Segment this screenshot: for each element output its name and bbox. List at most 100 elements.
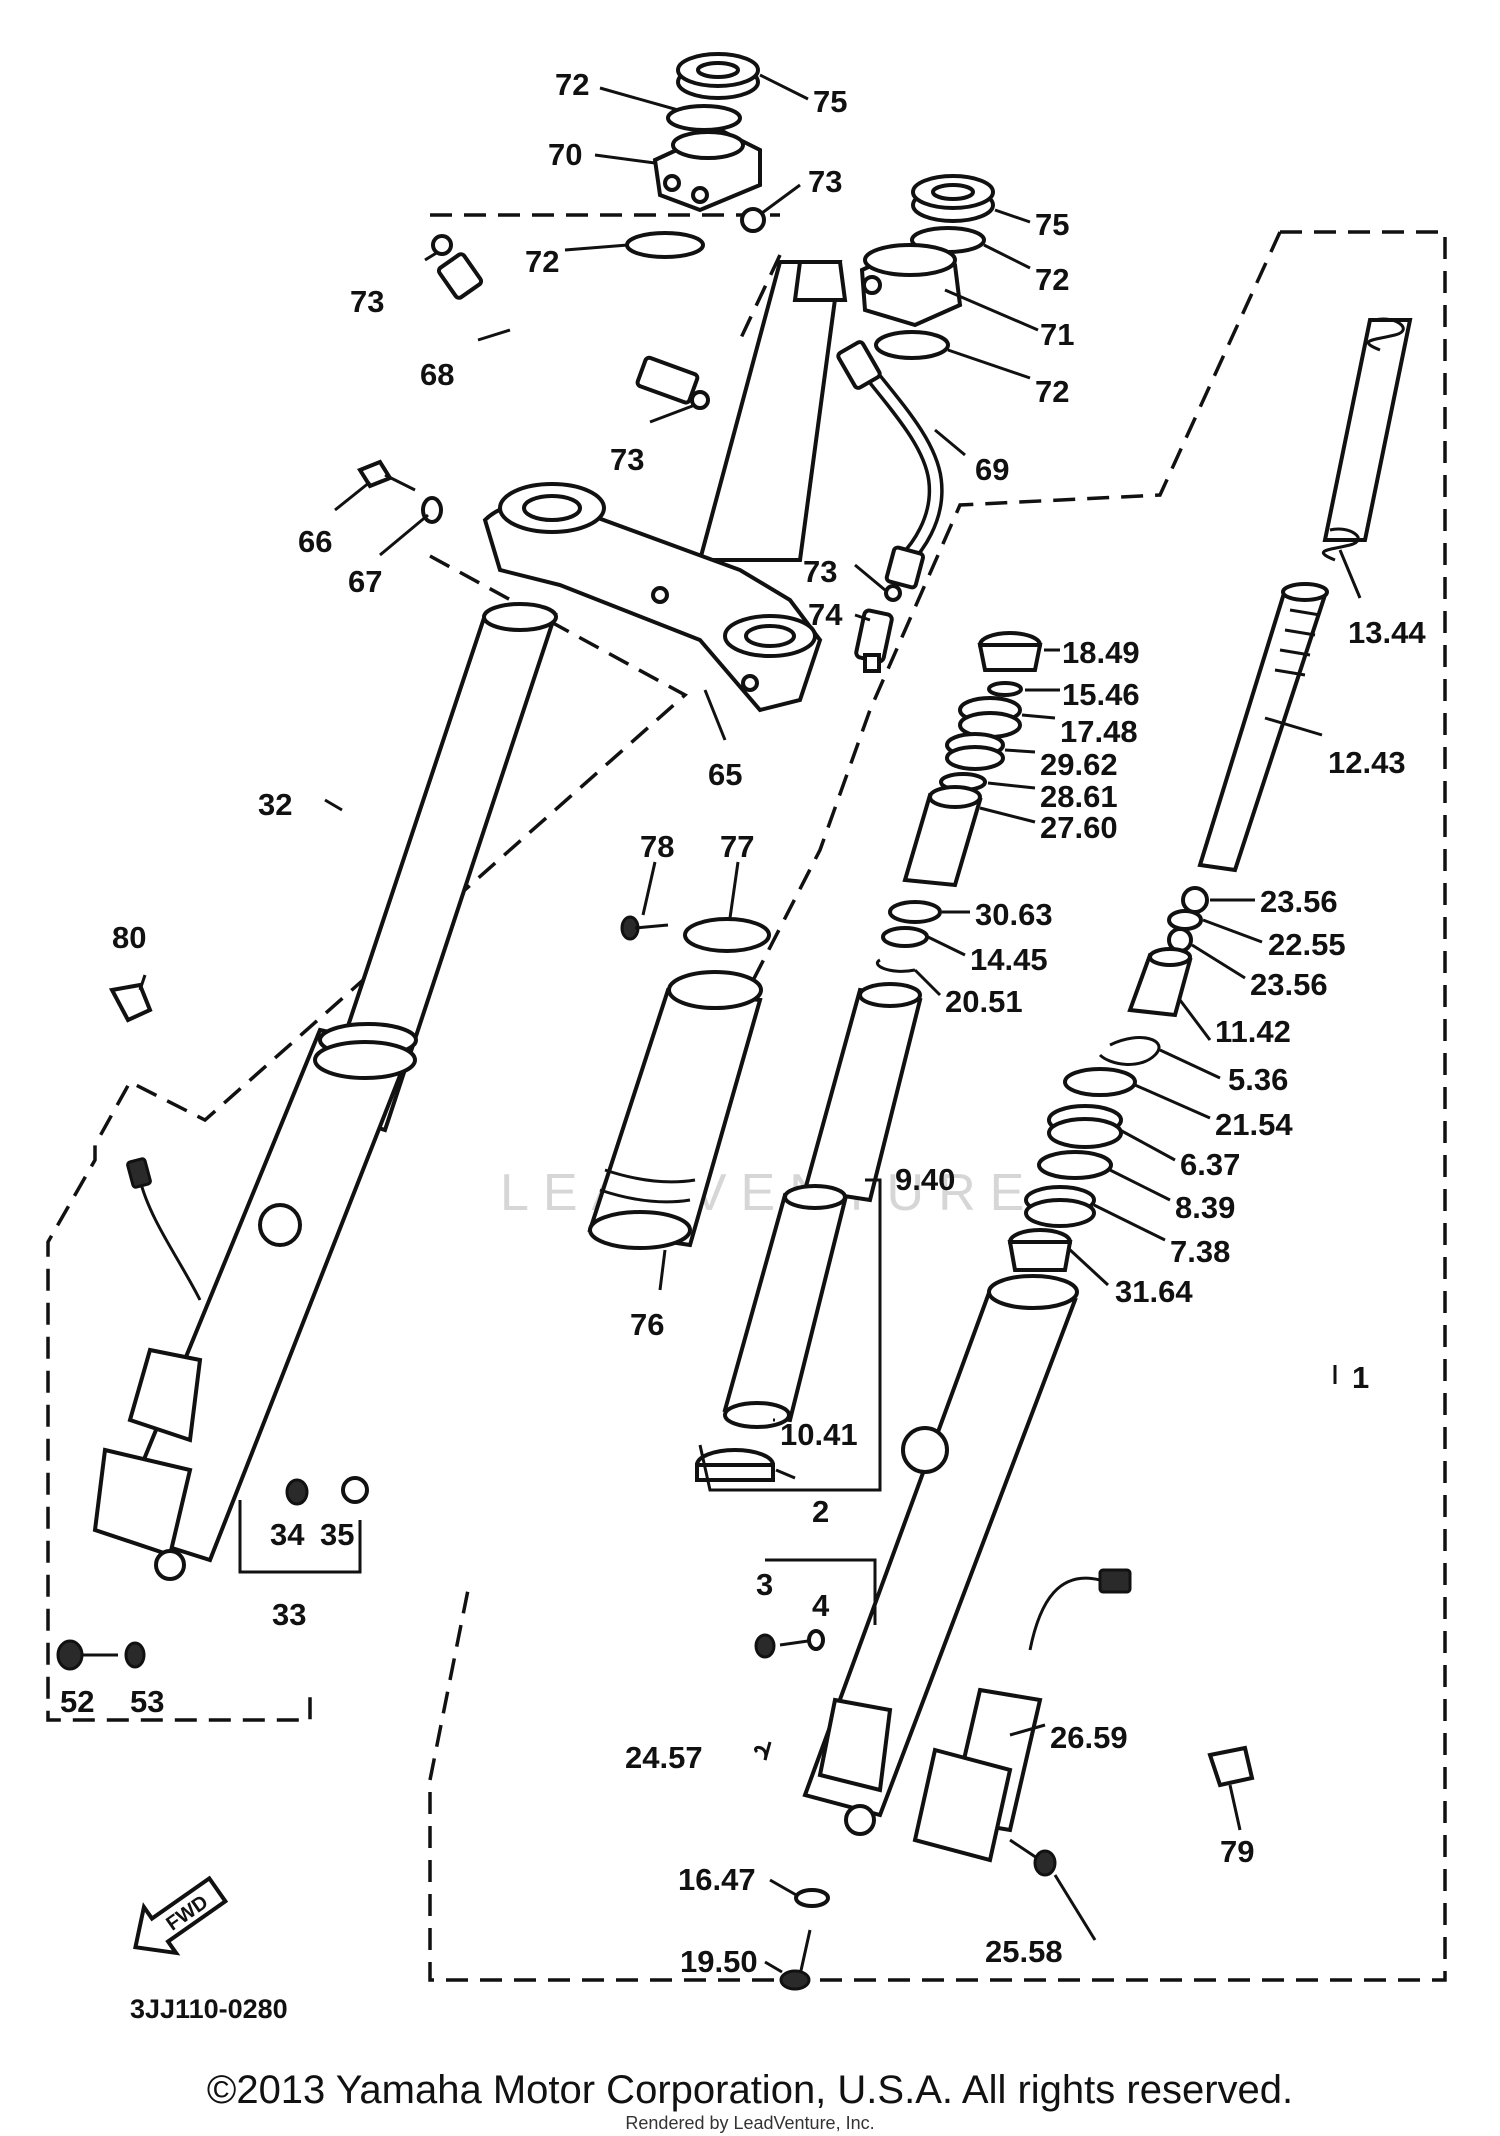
bracket-2 (765, 1558, 877, 1625)
callout-73: 73 (350, 284, 384, 319)
nut-22-55 (1167, 909, 1203, 931)
callout-3: 3 (756, 1567, 773, 1602)
collar-27-60 (902, 785, 983, 888)
ring-23-56-a (1181, 886, 1209, 914)
callout-21-54: 21.54 (1215, 1107, 1293, 1142)
callout-80: 80 (112, 920, 146, 955)
callout-12-43: 12.43 (1328, 745, 1406, 780)
bushing-31-64 (1007, 1228, 1073, 1272)
callout-75: 75 (1035, 207, 1069, 242)
spring-13-44 (1321, 317, 1413, 562)
callout-73: 73 (808, 164, 842, 199)
callout-72: 72 (525, 244, 559, 279)
callout-20-51: 20.51 (945, 984, 1023, 1019)
callout-52: 52 (60, 1684, 94, 1719)
bolt-78 (620, 915, 669, 941)
air-valve-74 (854, 608, 894, 673)
ring-5-36 (1098, 1036, 1161, 1066)
callout-15-46: 15.46 (1062, 677, 1140, 712)
inner-tube-32 (317, 602, 558, 1133)
cylinder-12-43 (1197, 582, 1329, 873)
air-hose-69 (836, 340, 944, 590)
callout-23-56: 23.56 (1260, 884, 1338, 919)
washer-29-62 (945, 732, 1005, 771)
o-ring-15-46 (987, 681, 1023, 697)
fork-boot-76 (587, 970, 763, 1250)
callout-13-44: 13.44 (1348, 615, 1426, 650)
callout-28-61: 28.61 (1040, 779, 1118, 814)
callout-1: 1 (1352, 1360, 1369, 1395)
washer-3 (754, 1633, 776, 1659)
callout-35: 35 (320, 1517, 354, 1552)
fwd-arrow-icon: FWD (133, 1875, 229, 1956)
bracket-9-40 (698, 1178, 882, 1492)
callout-18-49: 18.49 (1062, 635, 1140, 670)
callout-67: 67 (348, 564, 382, 599)
damper-rod-9-40-lower (722, 1184, 848, 1429)
callout-69: 69 (975, 452, 1009, 487)
leader-lines (138, 73, 1362, 1974)
stem-line (738, 254, 782, 341)
clip-79 (1207, 1745, 1255, 1788)
callout-14-45: 14.45 (970, 942, 1048, 977)
callout-11-42: 11.42 (1215, 1014, 1291, 1049)
washer-16-47 (794, 1888, 830, 1908)
diagram-code: 3JJ110-0280 (130, 1994, 288, 2024)
clamp-77 (683, 917, 771, 953)
callout-65: 65 (708, 757, 742, 792)
o-ring-73-a (740, 207, 766, 233)
callout-71: 71 (1040, 317, 1074, 352)
callout-26-59: 26.59 (1050, 1720, 1128, 1755)
callout-31-64: 31.64 (1115, 1274, 1193, 1309)
clip-20-51 (876, 958, 916, 973)
o-ring-72-a (666, 104, 742, 132)
watermark: LEADVENTURE (500, 1164, 1038, 1222)
screw-4 (779, 1629, 825, 1651)
callout-22-55: 22.55 (1268, 927, 1346, 962)
callout-75: 75 (813, 84, 847, 119)
callout-7-38: 7.38 (1170, 1234, 1230, 1269)
left-outer-tube (92, 1022, 418, 1581)
callout-77: 77 (720, 829, 754, 864)
union-bolt-70 (652, 127, 762, 213)
under-bracket-65 (482, 260, 848, 713)
callout-10-41: 10.41 (780, 1417, 858, 1452)
callout-16-47: 16.47 (678, 1862, 756, 1897)
clip-80 (108, 982, 153, 1023)
callout-73: 73 (610, 442, 644, 477)
callout-29-62: 29.62 (1040, 747, 1118, 782)
callout-23-56: 23.56 (1250, 967, 1328, 1002)
oil-seal-75-right (911, 174, 995, 223)
callout-53: 53 (130, 1684, 164, 1719)
bolt-19-50 (779, 1929, 812, 1991)
copyright-notice: ©2013 Yamaha Motor Corporation, U.S.A. A… (206, 2068, 1294, 2112)
bracket-33 (238, 1500, 362, 1574)
callout-6-37: 6.37 (1180, 1147, 1240, 1182)
callout-2: 2 (812, 1494, 829, 1529)
callout-73: 73 (803, 554, 837, 589)
callout-72: 72 (1035, 374, 1069, 409)
callout-30-63: 30.63 (975, 897, 1053, 932)
inner-assembly-outline (723, 231, 1282, 1036)
air-hose-68 (436, 252, 700, 405)
washer-34 (285, 1478, 309, 1506)
o-ring-73-d (884, 584, 902, 602)
callout-79: 79 (1220, 1834, 1254, 1869)
render-credit: Rendered by LeadVenture, Inc. (625, 2113, 875, 2133)
callout-33: 33 (272, 1597, 306, 1632)
sensor-wire-left (126, 1157, 202, 1301)
callout-32: 32 (258, 787, 292, 822)
callout-25-58: 25.58 (985, 1934, 1063, 1969)
washer-53 (124, 1641, 146, 1669)
right-assembly-outline (428, 230, 1447, 1982)
callout-76: 76 (630, 1307, 664, 1342)
callout-27-60: 27.60 (1040, 810, 1118, 845)
left-assembly-outline (46, 554, 689, 1722)
oil-lock-10-41 (695, 1448, 775, 1482)
callout-8-39: 8.39 (1175, 1190, 1235, 1225)
o-ring-73-b (431, 234, 453, 256)
right-outer-tube (802, 1274, 1079, 1836)
o-ring-72-b (625, 231, 705, 259)
callout-74: 74 (808, 597, 843, 632)
